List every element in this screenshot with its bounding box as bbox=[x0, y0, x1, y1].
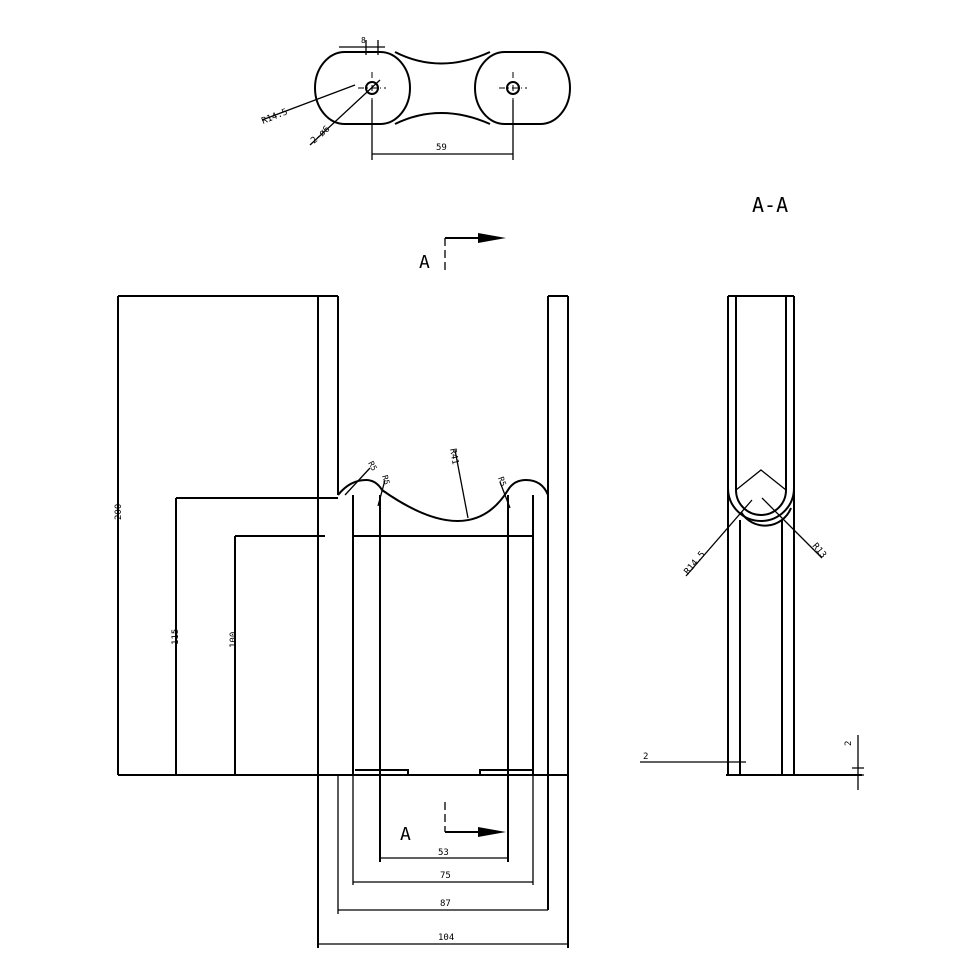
dim-r145-leader bbox=[261, 84, 356, 121]
top-view-waist bbox=[394, 51, 491, 125]
dim-59-label: 59 bbox=[436, 143, 447, 153]
section-letter-bottom: A bbox=[400, 824, 411, 845]
front-right-wall bbox=[547, 296, 569, 948]
top-view: 59 8 R14.5 2-ø6 bbox=[260, 36, 571, 160]
dim-r5-right-label: R5 bbox=[496, 476, 508, 488]
front-inner-plates bbox=[352, 495, 534, 862]
dim-section-r145-label: R14.5 bbox=[683, 550, 708, 577]
section-title: A-A bbox=[752, 193, 788, 217]
top-view-right-lobe bbox=[474, 51, 571, 125]
dim-section-r13-label: R13 bbox=[810, 542, 828, 561]
dim-104-label: 104 bbox=[438, 933, 454, 943]
top-view-centerlines bbox=[358, 72, 527, 104]
dim-2-right-label: 2 bbox=[844, 741, 854, 746]
section-saddle-inner bbox=[735, 489, 787, 516]
dim-53-label: 53 bbox=[438, 848, 449, 858]
front-cradle-arc bbox=[337, 478, 549, 522]
section-view: 2 2 R14.5 R13 bbox=[640, 295, 864, 790]
dim-2-left-label: 2 bbox=[643, 752, 648, 762]
section-walls bbox=[727, 295, 795, 775]
dim-100-label: 100 bbox=[229, 632, 239, 648]
dim-75-label: 75 bbox=[440, 871, 451, 881]
top-view-left-lobe bbox=[314, 51, 411, 125]
dim-r41-label: R41 bbox=[447, 448, 460, 466]
dim-87-lines bbox=[337, 775, 548, 914]
dim-200-label: 200 bbox=[114, 504, 124, 520]
section-marker-bottom: A bbox=[400, 802, 506, 845]
section-saddle-outer bbox=[727, 487, 795, 522]
dim-75-lines bbox=[352, 775, 534, 885]
dim-8-label: 8 bbox=[361, 36, 366, 45]
dim-115-label: 115 bbox=[171, 629, 181, 645]
section-letter-top: A bbox=[419, 252, 430, 273]
section-marker-top: A bbox=[419, 233, 506, 273]
dim-r5-inner-label: R5 bbox=[380, 474, 391, 486]
dim-8-lines bbox=[339, 40, 385, 55]
dim-hole-leader bbox=[309, 79, 381, 146]
dim-87-label: 87 bbox=[440, 899, 451, 909]
front-left-wall bbox=[317, 296, 339, 948]
front-view: R41 R5 R5 R5 200 115 100 53 75 87 104 bbox=[114, 295, 569, 948]
dim-59-lines bbox=[371, 100, 514, 160]
dim-r5-left-label: R5 bbox=[366, 460, 379, 473]
dim-r145-label: R14.5 bbox=[260, 107, 289, 126]
